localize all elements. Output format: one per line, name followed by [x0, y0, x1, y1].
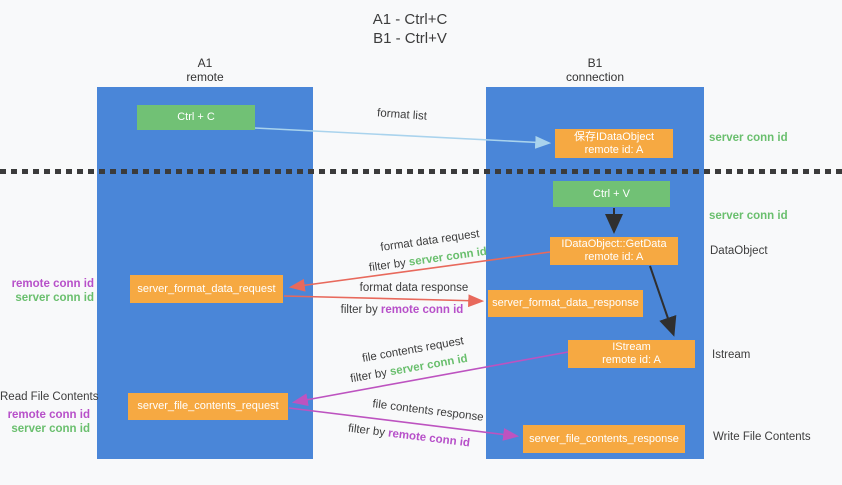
title-line-1: A1 - Ctrl+C [372, 11, 448, 28]
remote-conn-id-text: remote conn id [380, 304, 464, 316]
server-conn-id-text: server conn id [408, 245, 488, 269]
label-format-data-response: format data response [359, 282, 469, 294]
label-format-list: format list [376, 107, 428, 123]
node-istream: IStream remote id: A [568, 340, 695, 368]
node-server-format-data-request: server_format_data_request [130, 275, 283, 303]
node-istream-line2: remote id: A [602, 354, 661, 366]
node-save-idataobject-line2: remote id: A [584, 143, 644, 156]
right-column-role: connection [565, 70, 625, 84]
label-dataobject: DataObject [710, 245, 768, 257]
node-server-format-data-request-label: server_format_data_request [137, 282, 276, 295]
filter-by-text: filter by [368, 256, 410, 275]
right-column-header: B1 connection [525, 56, 665, 84]
node-ctrl-c: Ctrl + C [137, 105, 255, 130]
node-getdata-line1: IDataObject::GetData [561, 238, 667, 250]
label-write-file-contents: Write File Contents [713, 431, 811, 443]
filter-by-text: filter by [340, 304, 381, 316]
node-server-format-data-response-label: server_format_data_response [492, 297, 639, 309]
label-remote-conn-id-left-2: remote conn id [7, 409, 90, 421]
right-column-name: B1 [587, 56, 603, 70]
label-server-conn-id-top-right: server conn id [709, 132, 788, 144]
label-filter-by-remote-conn-id-2: filter by remote conn id [319, 419, 499, 453]
diagram-title: A1 - Ctrl+C B1 - Ctrl+V [0, 10, 820, 48]
label-filter-by-remote-conn-id-1: filter by remote conn id [312, 304, 492, 316]
left-column-header: A1 remote [135, 56, 275, 84]
left-column-role: remote [186, 70, 224, 84]
label-read-file-contents: Read File Contents [0, 391, 99, 403]
label-remote-conn-id-left-1: remote conn id [11, 278, 94, 290]
node-server-file-contents-request: server_file_contents_request [128, 393, 288, 420]
node-server-file-contents-request-label: server_file_contents_request [137, 400, 279, 412]
node-getdata-line2: remote id: A [584, 251, 644, 263]
label-istream: Istream [712, 349, 751, 361]
filter-by-text: filter by [347, 422, 389, 440]
left-column-name: A1 [197, 56, 213, 70]
node-idataobject-getdata: IDataObject::GetData remote id: A [550, 237, 678, 265]
node-server-format-data-response: server_format_data_response [488, 290, 643, 317]
node-istream-line1: IStream [612, 341, 651, 353]
node-server-file-contents-response-label: server_file_contents_response [529, 432, 679, 445]
node-ctrl-v: Ctrl + V [553, 181, 670, 207]
phase-separator-dotted-line [0, 169, 842, 174]
node-ctrl-c-label: Ctrl + C [177, 111, 215, 123]
node-save-idataobject-line1: 保存IDataObject [573, 130, 655, 143]
title-line-2: B1 - Ctrl+V [373, 30, 447, 47]
remote-conn-id-text: remote conn id [387, 427, 471, 450]
label-server-conn-id-left-1: server conn id [15, 292, 94, 304]
filter-by-text: filter by [349, 366, 392, 386]
label-server-conn-id-left-2: server conn id [11, 423, 90, 435]
node-ctrl-v-label: Ctrl + V [593, 187, 630, 200]
label-server-conn-id-mid-right: server conn id [709, 210, 788, 222]
arrow-format-data-response [283, 294, 485, 308]
node-server-file-contents-response: server_file_contents_response [523, 425, 685, 453]
node-save-idataobject: 保存IDataObject remote id: A [555, 129, 673, 158]
